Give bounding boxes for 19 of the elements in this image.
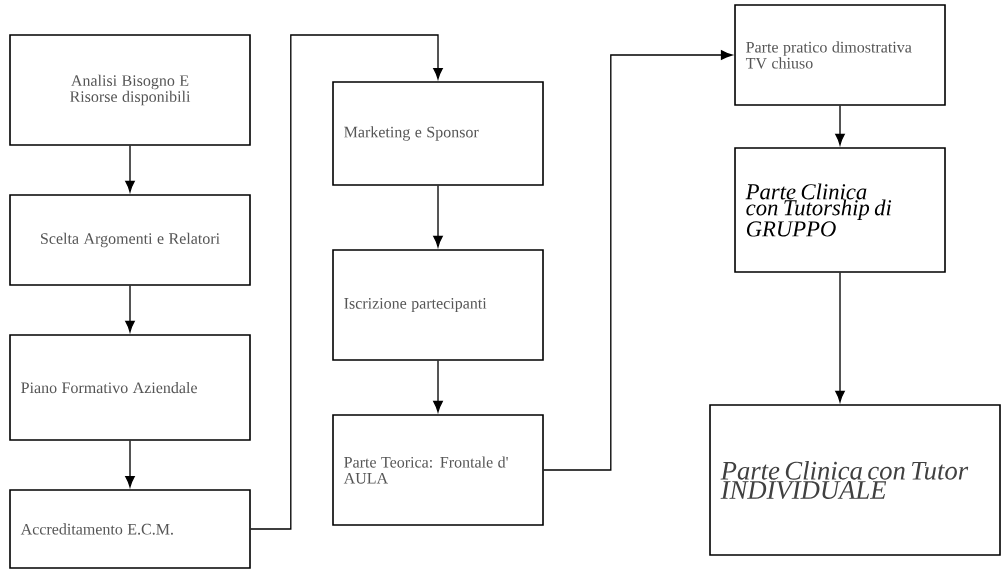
arrow xyxy=(835,105,845,146)
arrow xyxy=(543,50,733,471)
arrow xyxy=(250,34,443,530)
process-box: Accreditamento E.C.M. xyxy=(9,489,251,569)
process-box: Piano Formativo Aziendale xyxy=(9,334,251,441)
process-box: Parte pratico dimostrativa TV chiuso xyxy=(734,4,946,106)
process-box: Marketing e Sponsor xyxy=(332,81,544,186)
process-box: Scelta Argomenti e Relatori xyxy=(9,194,251,286)
process-box: Analisi Bisogno E Risorse disponibili xyxy=(9,34,251,146)
process-box: Parte Clinica con Tutorship di GRUPPO xyxy=(734,147,946,273)
process-box: Parte Clinica con Tutor INDIVIDUALE xyxy=(709,404,1001,556)
arrow xyxy=(433,360,443,413)
arrow xyxy=(125,145,135,193)
arrow xyxy=(125,285,135,333)
process-box: Parte Teorica: Frontale d' AULA xyxy=(332,414,544,526)
process-box: Iscrizione partecipanti xyxy=(332,249,544,361)
arrow xyxy=(835,272,845,403)
arrow xyxy=(125,440,135,488)
arrow xyxy=(433,185,443,248)
